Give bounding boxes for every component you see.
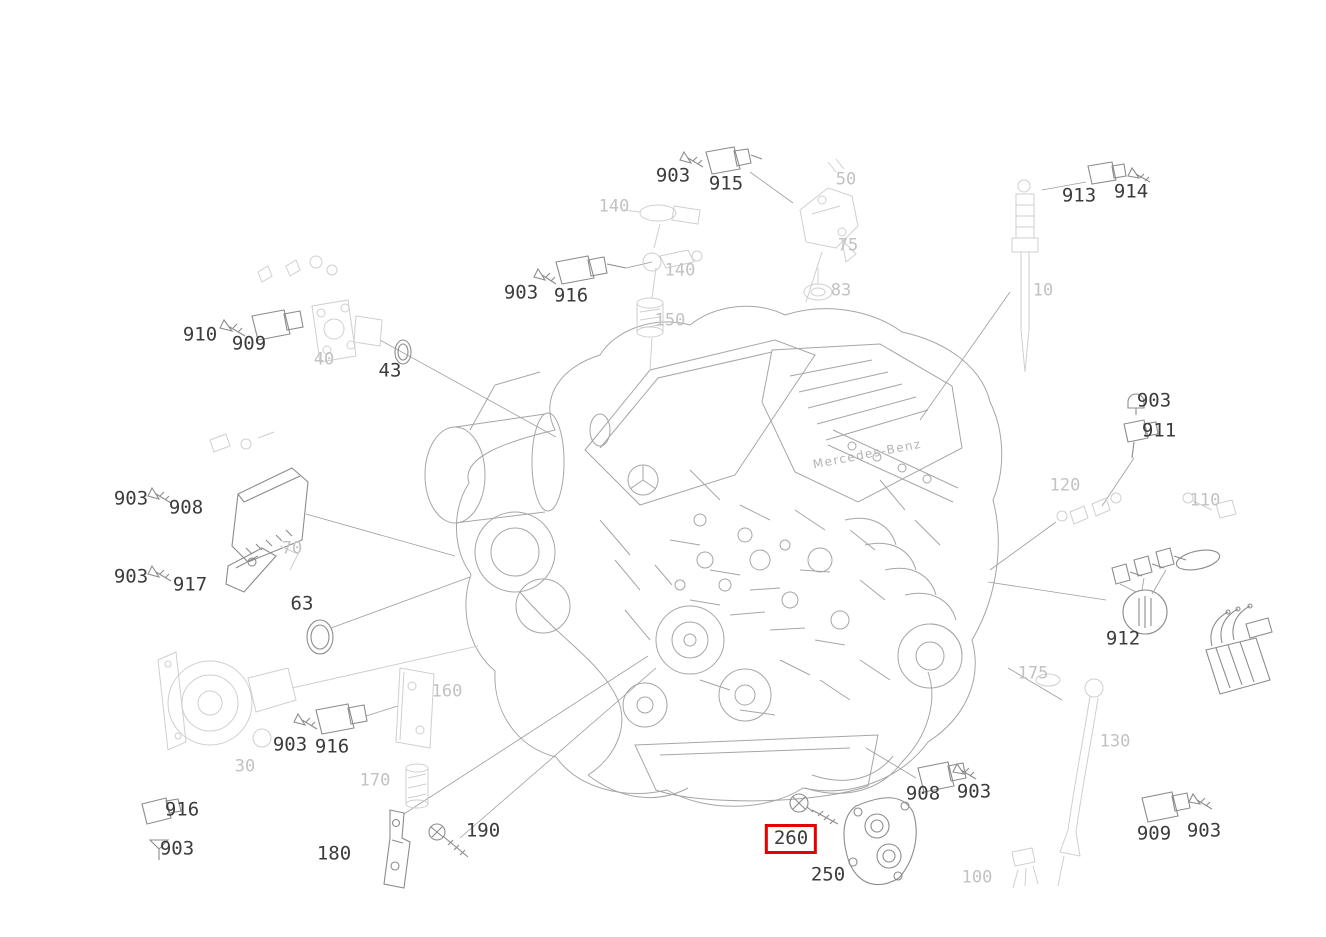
part-label-40-15: 40: [313, 349, 335, 370]
sensor-909-icon: [1141, 791, 1191, 823]
part-label-120-21: 120: [1049, 475, 1081, 496]
part-label-175-28: 175: [1017, 663, 1049, 684]
screw-903-icon: [147, 564, 172, 582]
bracket-160-icon: [395, 667, 435, 749]
bracket-917-icon: [225, 545, 299, 593]
part-label-50-3: 50: [835, 169, 857, 190]
fitting-140-top-icon: [639, 204, 701, 225]
pump-30-icon: [157, 651, 297, 751]
part-label-903-0[interactable]: 903: [655, 164, 691, 187]
part-label-916-31[interactable]: 916: [314, 735, 350, 758]
leader-lines: [291, 171, 1135, 839]
screw-903-icon: [533, 267, 557, 285]
seal-ring-63-icon: [306, 619, 334, 655]
bolt-190-icon: [428, 823, 469, 858]
dipstick-130-icon: [1035, 673, 1104, 887]
part-label-190-38[interactable]: 190: [465, 819, 501, 842]
bolt-914-icon: [1127, 166, 1151, 183]
sensor-916-icon: [315, 703, 368, 735]
cap-903-icon: [1127, 393, 1145, 415]
screw-903-icon: [147, 486, 172, 504]
fitting-140-icon: [642, 249, 703, 272]
sensor-909-icon: [251, 309, 304, 341]
part-label-30-32: 30: [234, 756, 256, 777]
drain-plug-100-icon: [1011, 847, 1039, 889]
part-label-150-12: 150: [654, 310, 686, 331]
part-label-170-33: 170: [359, 770, 391, 791]
part-label-63-26[interactable]: 63: [290, 592, 314, 615]
part-label-911-18[interactable]: 911: [1141, 419, 1177, 442]
part-label-140-2: 140: [598, 196, 630, 217]
part-label-130-34: 130: [1099, 731, 1131, 752]
part-label-903-30[interactable]: 903: [272, 733, 308, 756]
screw-903-icon: [1188, 792, 1213, 810]
sensor-911-icon: [1123, 419, 1159, 459]
part-label-140-9: 140: [664, 260, 696, 281]
sensor-916-icon: [141, 797, 182, 825]
connector-icon: [1205, 603, 1273, 695]
part-label-909-14[interactable]: 909: [231, 332, 267, 355]
part-label-10-11: 10: [1032, 280, 1054, 301]
gasket-250-icon: [843, 797, 917, 886]
part-label-70-23: 70: [281, 538, 303, 559]
glow-plug-10-icon: [1011, 179, 1039, 373]
part-label-903-17[interactable]: 903: [1136, 389, 1172, 412]
part-label-160-29: 160: [431, 681, 463, 702]
bolt-260-icon: [789, 793, 839, 825]
housing-40-icon: [257, 255, 383, 363]
part-label-915-1[interactable]: 915: [708, 172, 744, 195]
sensor-913-icon: [1087, 161, 1127, 185]
part-label-250-40[interactable]: 250: [810, 863, 846, 886]
bracket-50-icon: [799, 158, 859, 301]
part-label-260-39-highlighted[interactable]: 260: [764, 824, 818, 854]
sensor-915-icon: [705, 146, 763, 175]
part-label-83-10: 83: [830, 280, 852, 301]
part-label-916-8[interactable]: 916: [553, 284, 589, 307]
screw-903-icon: [293, 712, 318, 730]
part-label-908-41[interactable]: 908: [905, 782, 941, 805]
glow-plug-tips-912-icon: [1111, 547, 1221, 635]
part-label-180-37[interactable]: 180: [316, 842, 352, 865]
screw-903-icon: [952, 762, 977, 780]
part-label-75-6: 75: [837, 235, 859, 256]
part-label-909-44[interactable]: 909: [1136, 822, 1172, 845]
seal-ring-43-icon: [394, 339, 412, 365]
screw-903-icon: [148, 839, 170, 860]
part-label-903-36[interactable]: 903: [159, 837, 195, 860]
part-label-903-45[interactable]: 903: [1186, 819, 1222, 842]
sensor-908-icon: [917, 761, 967, 793]
screw-903-icon: [679, 150, 704, 168]
part-label-903-24[interactable]: 903: [113, 565, 149, 588]
pipe-150-icon: [636, 297, 664, 338]
part-label-914-5[interactable]: 914: [1113, 180, 1149, 203]
sleeve-170-icon: [405, 763, 429, 809]
part-label-917-25[interactable]: 917: [172, 573, 208, 596]
bracket-180-icon: [383, 809, 411, 889]
screw-910-icon: [219, 318, 246, 337]
bolt-110-icon: [1182, 492, 1237, 519]
part-label-100-43: 100: [961, 867, 993, 888]
part-label-913-4[interactable]: 913: [1061, 184, 1097, 207]
part-label-908-20[interactable]: 908: [168, 496, 204, 519]
part-label-903-42[interactable]: 903: [956, 780, 992, 803]
sensor-916-icon: [555, 255, 627, 285]
part-label-43-16[interactable]: 43: [378, 359, 402, 382]
linkage-120-icon: [1056, 492, 1122, 525]
part-label-903-7[interactable]: 903: [503, 281, 539, 304]
part-label-912-27[interactable]: 912: [1105, 627, 1141, 650]
part-label-903-19[interactable]: 903: [113, 487, 149, 510]
control-module-908-icon: [209, 431, 309, 563]
part-label-110-22: 110: [1189, 490, 1221, 511]
part-label-910-13[interactable]: 910: [182, 323, 218, 346]
part-label-916-35[interactable]: 916: [164, 798, 200, 821]
